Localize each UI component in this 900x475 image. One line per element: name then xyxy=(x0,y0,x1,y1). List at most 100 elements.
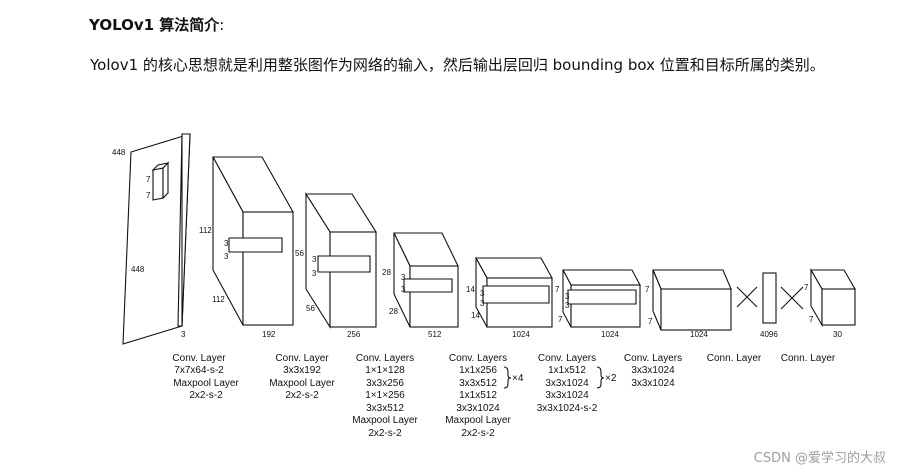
caption-5-line-2: 1x1x512 xyxy=(548,365,586,376)
block-6-width-label: 7 xyxy=(648,317,653,326)
block-3-kernel-label-1: 3 xyxy=(401,273,406,282)
block-5-kernel-label-1: 3 xyxy=(565,292,570,301)
fc-units-label: 4096 xyxy=(760,330,778,339)
caption-3-line-3: 3x3x256 xyxy=(366,378,404,389)
block-5-depth-label: 1024 xyxy=(601,330,619,339)
conv-block-3-volume xyxy=(393,232,459,328)
conv-block-5-kernel xyxy=(567,289,637,305)
conv-block-4-kernel xyxy=(482,285,550,304)
input-depth-label: 3 xyxy=(181,330,186,339)
block-3-kernel-label-2: 3 xyxy=(401,285,406,294)
caption-8-line-1: Conn. Layer xyxy=(781,353,836,364)
block-4-width-label: 14 xyxy=(471,311,480,320)
caption-block-3: Conv. Layers 1×1×128 3x3x256 1×1×256 3x3… xyxy=(352,353,418,439)
caption-5-line-1: Conv. Layers xyxy=(538,353,596,364)
caption-1-line-3: Maxpool Layer xyxy=(173,378,239,389)
caption-3-line-7: 2x2-s-2 xyxy=(368,428,402,439)
output-width-label: 7 xyxy=(809,315,814,324)
block-4-depth-label: 1024 xyxy=(512,330,530,339)
section-heading-colon: : xyxy=(219,16,225,34)
caption-5-line-5: 3x3x1024-s-2 xyxy=(537,403,598,414)
caption-2-line-1: Conv. Layer xyxy=(275,353,329,364)
caption-3-line-2: 1×1×128 xyxy=(365,365,405,376)
conv-block-5-volume xyxy=(562,269,641,328)
caption-4-line-4: 1x1x512 xyxy=(459,390,497,401)
output-volume xyxy=(810,267,856,328)
section-heading-text: YOLOv1 算法简介 xyxy=(89,16,220,34)
block-2-kernel-label-2: 3 xyxy=(312,269,317,278)
caption-2-line-4: 2x2-s-2 xyxy=(285,390,319,401)
caption-2-line-3: Maxpool Layer xyxy=(269,378,335,389)
caption-5-repeat-brace xyxy=(596,366,605,389)
section-heading: YOLOv1 算法简介: xyxy=(89,14,224,35)
input-height-label: 448 xyxy=(112,148,126,157)
conv-block-4-volume xyxy=(475,257,553,328)
block-5-kernel-label-2: 3 xyxy=(565,301,570,310)
input-width-label: 448 xyxy=(131,265,145,274)
caption-1-line-1: Conv. Layer xyxy=(172,353,226,364)
output-depth-label: 30 xyxy=(833,330,842,339)
block-5-height-label: 7 xyxy=(555,285,560,294)
block-1-kernel-label-1: 3 xyxy=(224,239,229,248)
block-2-width-label: 56 xyxy=(306,304,315,313)
conv-block-6-volume xyxy=(652,269,732,331)
block-3-width-label: 28 xyxy=(389,307,398,316)
caption-5-line-4: 3x3x1024 xyxy=(545,390,589,401)
caption-block-4: Conv. Layers 1x1x256 3x3x512 1x1x512 3x3… xyxy=(445,353,511,439)
input-kernel xyxy=(152,167,164,201)
block-4-kernel-label-2: 3 xyxy=(480,299,485,308)
conv-block-2-volume xyxy=(305,192,377,329)
conv-block-2-kernel xyxy=(317,255,371,273)
caption-block-5: Conv. Layers 1x1x512 3x3x1024 3x3x1024 3… xyxy=(537,353,598,414)
caption-4-repeat-brace xyxy=(503,366,512,389)
block-1-depth-label: 192 xyxy=(262,330,276,339)
caption-block-1: Conv. Layer 7x7x64-s-2 Maxpool Layer 2x2… xyxy=(172,353,239,401)
csdn-watermark: CSDN @爱学习的大叔 xyxy=(753,451,886,466)
caption-6-line-2: 3x3x1024 xyxy=(631,365,675,376)
block-2-kernel-label-1: 3 xyxy=(312,255,317,264)
conv-block-1-kernel xyxy=(228,237,283,253)
caption-5-repeat-label: ×2 xyxy=(605,373,617,384)
caption-4-line-6: Maxpool Layer xyxy=(445,415,511,426)
block-2-height-label: 56 xyxy=(295,249,304,258)
caption-3-line-6: Maxpool Layer xyxy=(352,415,418,426)
caption-1-line-2: 7x7x64-s-2 xyxy=(174,365,224,376)
block-2-depth-label: 256 xyxy=(347,330,361,339)
caption-2-line-2: 3x3x192 xyxy=(283,365,321,376)
caption-6-line-1: Conv. Layers xyxy=(624,353,682,364)
caption-5-line-3: 3x3x1024 xyxy=(545,378,589,389)
conv-block-1-volume xyxy=(212,156,294,326)
block-3-height-label: 28 xyxy=(382,268,391,277)
caption-3-line-4: 1×1×256 xyxy=(365,390,405,401)
block-1-width-label: 112 xyxy=(212,295,225,304)
input-kernel-label-1: 7 xyxy=(146,175,151,184)
caption-3-line-1: Conv. Layers xyxy=(356,353,414,364)
block-1-kernel-label-2: 3 xyxy=(224,252,229,261)
input-kernel-label-2: 7 xyxy=(146,191,151,200)
conv-block-3-kernel xyxy=(403,278,453,293)
block-4-height-label: 14 xyxy=(466,285,475,294)
block-3-depth-label: 512 xyxy=(428,330,442,339)
block-4-kernel-label-1: 3 xyxy=(480,289,485,298)
caption-block-6: Conv. Layers 3x3x1024 3x3x1024 xyxy=(624,353,682,389)
intro-paragraph: Yolov1 的核心思想就是利用整张图作为网络的输入，然后输出层回归 bound… xyxy=(90,56,825,74)
caption-4-repeat-label: ×4 xyxy=(512,373,524,384)
fc-connection-2 xyxy=(780,286,804,310)
caption-4-line-2: 1x1x256 xyxy=(459,365,497,376)
block-6-depth-label: 1024 xyxy=(690,330,708,339)
caption-7-line-1: Conn. Layer xyxy=(707,353,762,364)
output-height-label: 7 xyxy=(804,283,809,292)
caption-4-line-1: Conv. Layers xyxy=(449,353,507,364)
block-5-width-label: 7 xyxy=(558,315,563,324)
caption-3-line-5: 3x3x512 xyxy=(366,403,404,414)
caption-4-line-5: 3x3x1024 xyxy=(456,403,500,414)
fc-connection-1 xyxy=(736,286,758,308)
fc-4096-bar xyxy=(762,272,777,324)
input-image-volume xyxy=(122,133,191,345)
caption-4-line-3: 3x3x512 xyxy=(459,378,497,389)
block-1-height-label: 112 xyxy=(199,226,212,235)
caption-1-line-4: 2x2-s-2 xyxy=(189,390,223,401)
caption-block-2: Conv. Layer 3x3x192 Maxpool Layer 2x2-s-… xyxy=(269,353,335,401)
block-6-height-label: 7 xyxy=(645,285,650,294)
